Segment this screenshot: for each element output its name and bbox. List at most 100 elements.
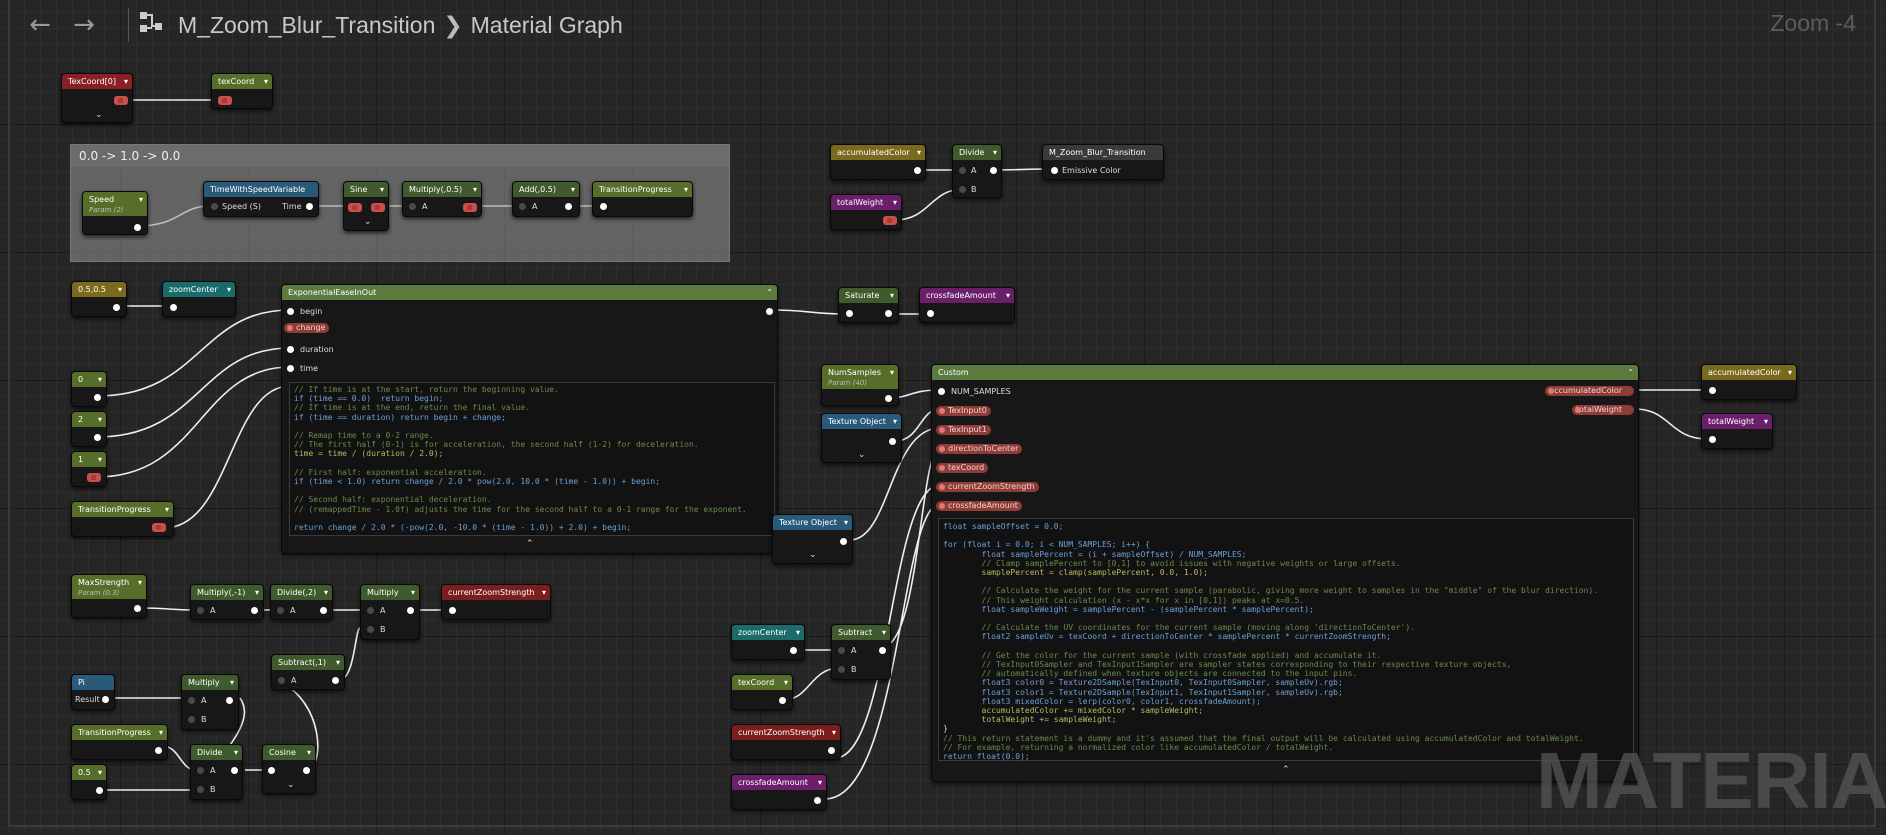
saturate-node[interactable]: Saturate▾ [838,287,899,323]
input-pin[interactable] [600,203,607,210]
custom-blur-node[interactable]: Custom⌃ NUM_SAMPLES TexInput0 TexInput1 … [931,364,1639,782]
input-pin[interactable] [1709,387,1716,394]
expand-chevron-icon[interactable]: ⌄ [95,110,103,120]
output-pin[interactable] [155,747,162,754]
output-pin[interactable] [251,607,258,614]
output-pin-total-weight[interactable]: totalWeight [1571,405,1634,415]
output-pin[interactable] [840,538,847,545]
output-pin[interactable] [152,523,166,532]
collapse-icon[interactable]: ⌃ [1627,368,1634,377]
input-pin[interactable] [218,96,232,105]
output-pin[interactable] [320,607,327,614]
output-pin[interactable] [914,167,921,174]
divide-top-node[interactable]: Divide▾ A B [952,144,1002,198]
accumulated-color-get-node[interactable]: accumulatedColor▾ [830,144,926,180]
total-weight-set-node[interactable]: totalWeight▾ [1701,413,1773,449]
output-pin[interactable] [96,787,103,794]
transition-progress-get-node-2[interactable]: TransitionProgress▾ [71,724,168,760]
input-pin[interactable] [927,310,934,317]
output-pin-accumulated-color[interactable]: accumulatedColor [1545,386,1634,396]
input-pin-a[interactable] [367,607,374,614]
input-pin-b[interactable] [197,786,204,793]
output-pin[interactable] [87,473,101,482]
pi-node[interactable]: Pi Result [71,674,115,710]
output-pin[interactable] [134,224,141,231]
breadcrumb-graph[interactable]: Material Graph [470,11,623,38]
output-pin[interactable] [332,677,339,684]
output-pin[interactable] [990,167,997,174]
texture-object-node-2[interactable]: Texture Object▾ ⌄ [772,514,853,564]
output-pin[interactable] [134,605,141,612]
input-pin[interactable] [409,203,416,210]
cosine-node[interactable]: Cosine▾ ⌄ [262,744,316,794]
output-pin[interactable] [879,647,886,654]
input-pin[interactable] [277,607,284,614]
input-pin-a[interactable] [838,647,845,654]
code-editor[interactable]: float sampleOffset = 0.0; for (float i =… [938,518,1634,761]
multiply-neg1-node[interactable]: Multiply(,-1)▾ A [190,584,264,620]
input-pin-zoom-strength[interactable]: currentZoomStrength [936,482,1039,492]
input-pin-num-samples[interactable] [938,388,945,395]
current-zoom-get-node[interactable]: currentZoomStrength▾ [731,724,841,760]
input-pin-a[interactable] [959,167,966,174]
input-pin-texcoord[interactable]: texCoord [936,463,989,473]
expand-chevron-icon[interactable]: ⌄ [809,550,817,560]
input-pin[interactable] [197,607,204,614]
input-pin-b[interactable] [188,716,195,723]
output-pin[interactable] [790,647,797,654]
input-pin[interactable] [268,767,275,774]
input-pin-crossfade[interactable]: crossfadeAmount [936,501,1022,511]
output-pin[interactable] [885,310,892,317]
output-pin[interactable] [885,395,892,402]
output-pin[interactable] [371,203,385,212]
input-pin-texinput1[interactable]: TexInput1 [936,425,991,435]
divide-2-node[interactable]: Divide(,2)▾ A [270,584,333,620]
current-zoom-set-node[interactable]: currentZoomStrength▾ [441,584,551,620]
texture-object-node-1[interactable]: Texture Object▾ ⌄ [821,413,902,463]
collapse-chevron-icon[interactable]: ⌃ [526,539,534,549]
input-pin-change[interactable]: change [284,323,330,333]
speed-param-node[interactable]: Speed▾ Param (2) [82,191,148,235]
forward-button[interactable]: → [68,10,100,42]
subtract-1-node[interactable]: Subtract(,1)▾ A [271,654,345,690]
input-pin-b[interactable] [838,666,845,673]
input-pin[interactable] [519,203,526,210]
texcoord-node[interactable]: TexCoord[0]▾ ⌄ [61,73,133,123]
output-pin[interactable] [766,308,773,315]
input-pin-a[interactable] [188,697,195,704]
output-pin[interactable] [407,607,414,614]
emissive-color-pin[interactable] [1051,167,1058,174]
output-pin[interactable] [94,394,101,401]
output-pin[interactable] [828,747,835,754]
breadcrumb-asset[interactable]: M_Zoom_Blur_Transition [178,11,436,38]
back-button[interactable]: ← [24,10,56,42]
output-pin[interactable] [463,203,477,212]
output-pin[interactable] [779,697,786,704]
named-reroute-texcoord-node[interactable]: texCoord▾ [211,73,273,109]
output-pin[interactable] [113,304,120,311]
input-pin-direction[interactable]: directionToCenter [936,444,1023,454]
multiply-low-node[interactable]: Multiply▾ A B [181,674,239,730]
exponential-ease-custom-node[interactable]: ExponentialEaseInOut⌃ begin change durat… [281,284,778,554]
collapse-icon[interactable]: ⌃ [766,288,773,297]
multiply-mid-node[interactable]: Multiply▾ A B [360,584,420,640]
input-pin[interactable] [1709,436,1716,443]
output-pin[interactable] [883,216,897,225]
divide-low-node[interactable]: Divide▾ A B [190,744,243,800]
input-pin[interactable] [846,310,853,317]
transition-progress-set-node[interactable]: TransitionProgress▾ [592,181,693,217]
input-pin[interactable] [170,304,177,311]
input-pin[interactable] [348,203,362,212]
output-pin[interactable] [102,696,109,703]
output-pin[interactable] [306,203,313,210]
crossfade-set-node[interactable]: crossfadeAmount▾ [919,287,1015,323]
material-output-node[interactable]: M_Zoom_Blur_Transition Emissive Color [1042,144,1164,180]
num-samples-param-node[interactable]: NumSamples▾ Param (40) [821,364,899,406]
expand-chevron-icon[interactable]: ⌄ [287,780,295,790]
input-pin[interactable] [449,607,456,614]
input-pin-b[interactable] [367,626,374,633]
input-pin-a[interactable] [197,767,204,774]
input-pin[interactable] [211,203,218,210]
input-pin-duration[interactable] [287,346,294,353]
multiply-05-node[interactable]: Multiply(,0.5)▾ A [402,181,482,217]
